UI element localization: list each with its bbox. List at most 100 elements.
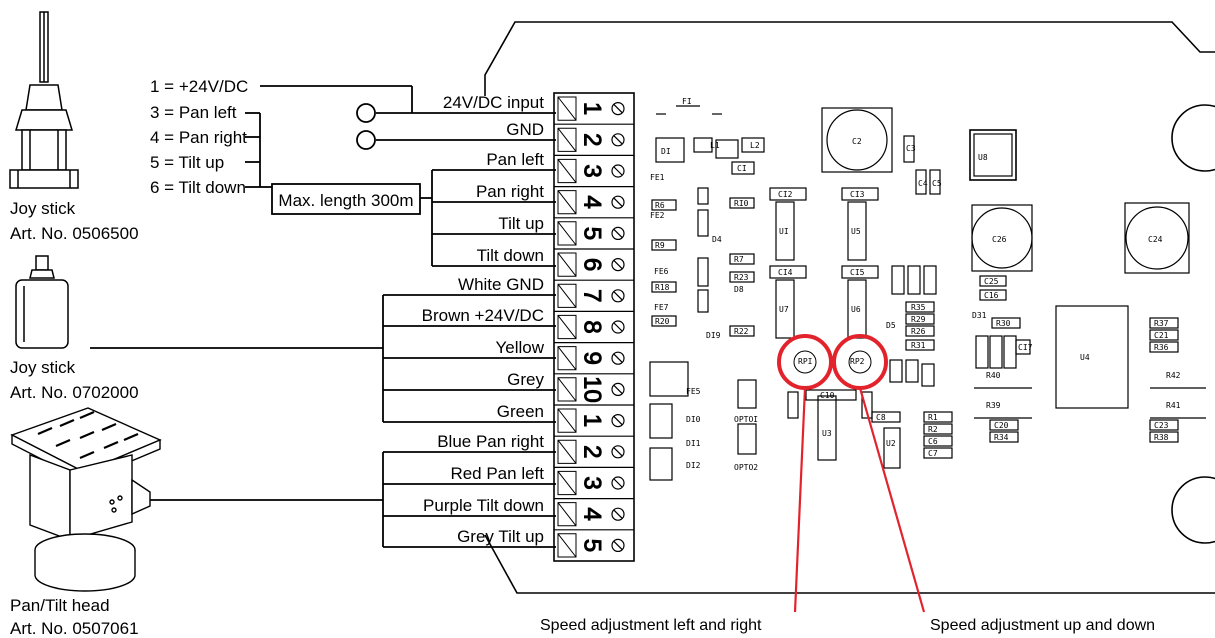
pcb-label: UI	[779, 227, 789, 236]
terminal-wire-slot	[557, 408, 577, 433]
terminal-number: 2	[579, 445, 606, 458]
pcb-label: C8	[876, 413, 886, 422]
pcb-label: U2	[886, 439, 896, 448]
terminal-row: 4	[554, 186, 634, 215]
pcb-label: DI	[661, 147, 671, 156]
pcb-label: R41	[1166, 401, 1181, 410]
terminal-number: 6	[579, 258, 606, 271]
terminal-wire-slot	[557, 96, 577, 121]
pcb-label: CI	[737, 164, 747, 173]
legend-item: 5 = Tilt up	[150, 153, 224, 172]
pcb-label: FE1	[650, 173, 665, 182]
pcb-label: DI0	[686, 415, 701, 424]
max-length-label: Max. length 300m	[278, 191, 413, 210]
pcb-label: R1	[928, 413, 938, 422]
pcb-label: R22	[734, 327, 749, 336]
pcb-label: R6	[655, 201, 665, 210]
terminal-label: Brown +24V/DC	[422, 306, 544, 325]
terminal-number: 10	[579, 376, 606, 403]
mounting-hole	[1171, 104, 1215, 172]
pcb-label: CI3	[850, 190, 865, 199]
pcb-label: FE6	[654, 267, 669, 276]
pcb-label: R30	[996, 319, 1011, 328]
terminal-wire-slot	[557, 283, 577, 308]
pcb-label: C24	[1148, 235, 1163, 244]
speed-adjust-left-right-label: Speed adjustment left and right	[540, 617, 762, 634]
terminal-screw-slot	[613, 478, 623, 488]
pcb-label: R35	[911, 303, 926, 312]
terminal-screw-slot	[613, 104, 623, 114]
pcb-label: D5	[886, 321, 896, 330]
pcb-label: C20	[994, 421, 1009, 430]
pcb-label: C16	[984, 291, 999, 300]
terminal-number: 3	[579, 164, 606, 177]
pcb-label: OPTO2	[734, 463, 758, 472]
pcb-label: CI2	[778, 190, 793, 199]
pcb-label: R9	[655, 241, 665, 250]
pan-tilt-name: Pan/Tilt head	[10, 596, 110, 615]
pcb-label: DI2	[686, 461, 701, 470]
terminal-labels: 24V/DC input GND Pan left Pan right Tilt…	[422, 93, 545, 546]
mounting-hole	[1171, 476, 1215, 544]
terminal-screw-slot	[613, 260, 623, 270]
terminal-row: 2	[554, 123, 634, 152]
terminal-label: Grey Tilt up	[457, 527, 544, 546]
terminal-number: 2	[579, 133, 606, 146]
terminal-connector-circle	[356, 103, 376, 123]
terminal-row: 10	[554, 373, 634, 403]
pcb-label: CI5	[850, 268, 865, 277]
legend-item: 6 = Tilt down	[150, 178, 246, 197]
pcb-label: RI0	[734, 199, 749, 208]
pcb-label: FE5	[686, 387, 701, 396]
joystick-1-name: Joy stick	[10, 199, 76, 218]
terminal-label: Yellow	[495, 338, 544, 357]
pcb-label: FE7	[654, 303, 669, 312]
pcb-label: U6	[851, 305, 861, 314]
pcb-label: RPI	[798, 357, 813, 366]
terminal-screw-slot	[613, 228, 623, 238]
terminal-label: 24V/DC input	[443, 93, 544, 112]
pcb-components	[649, 105, 1206, 481]
terminal-wire-slot	[557, 377, 577, 402]
pcb-board	[484, 21, 1215, 594]
terminal-wire-slot	[557, 470, 577, 496]
pcb-label: R42	[1166, 371, 1181, 380]
pcb-label: C10	[820, 391, 835, 400]
terminal-row: 2	[554, 435, 634, 464]
terminal-wire-slot	[557, 346, 577, 371]
pcb-labels: FI DI L1 L2 CI C2 C3 C4 C5 U8 CI2 CI3 UI…	[650, 97, 1181, 472]
terminal-label: Pan left	[486, 150, 544, 169]
pcb-label: FE2	[650, 211, 665, 220]
joystick-2-name: Joy stick	[10, 358, 76, 377]
terminal-screw-slot	[613, 197, 623, 207]
pcb-label: FI	[682, 97, 692, 106]
pcb-label: R40	[986, 371, 1001, 380]
pcb-label: U7	[779, 305, 789, 314]
terminal-label: Blue Pan right	[437, 432, 544, 451]
pcb-label: DI9	[706, 331, 721, 340]
terminal-row: 5	[554, 217, 634, 246]
terminal-wire-slot	[557, 502, 577, 527]
terminal-screw-slot	[613, 384, 623, 394]
terminal-row: 6	[554, 248, 634, 277]
terminal-wire-slot	[557, 252, 577, 277]
pcb-label: C6	[928, 437, 938, 446]
terminal-screw-slot	[613, 540, 623, 550]
joystick-0506500-drawing	[9, 11, 79, 189]
terminal-wire-slot	[557, 190, 577, 215]
terminal-label: Grey	[507, 370, 544, 389]
terminal-label: Pan right	[476, 182, 544, 201]
pcb-label: R36	[1154, 343, 1169, 352]
terminal-wire-slot	[557, 314, 577, 340]
terminal-row: 4	[554, 498, 634, 527]
pcb-label: R39	[986, 401, 1001, 410]
terminal-label: Green	[497, 402, 544, 421]
terminal-label: Tilt down	[477, 246, 544, 265]
terminal-screw-slot	[613, 509, 623, 519]
joystick-1-art: Art. No. 0506500	[10, 224, 139, 243]
terminal-screw-slot	[613, 322, 623, 332]
pcb-label: L2	[750, 141, 760, 150]
joystick-0702000-drawing	[15, 255, 69, 349]
terminal-screw-slot	[613, 416, 623, 426]
